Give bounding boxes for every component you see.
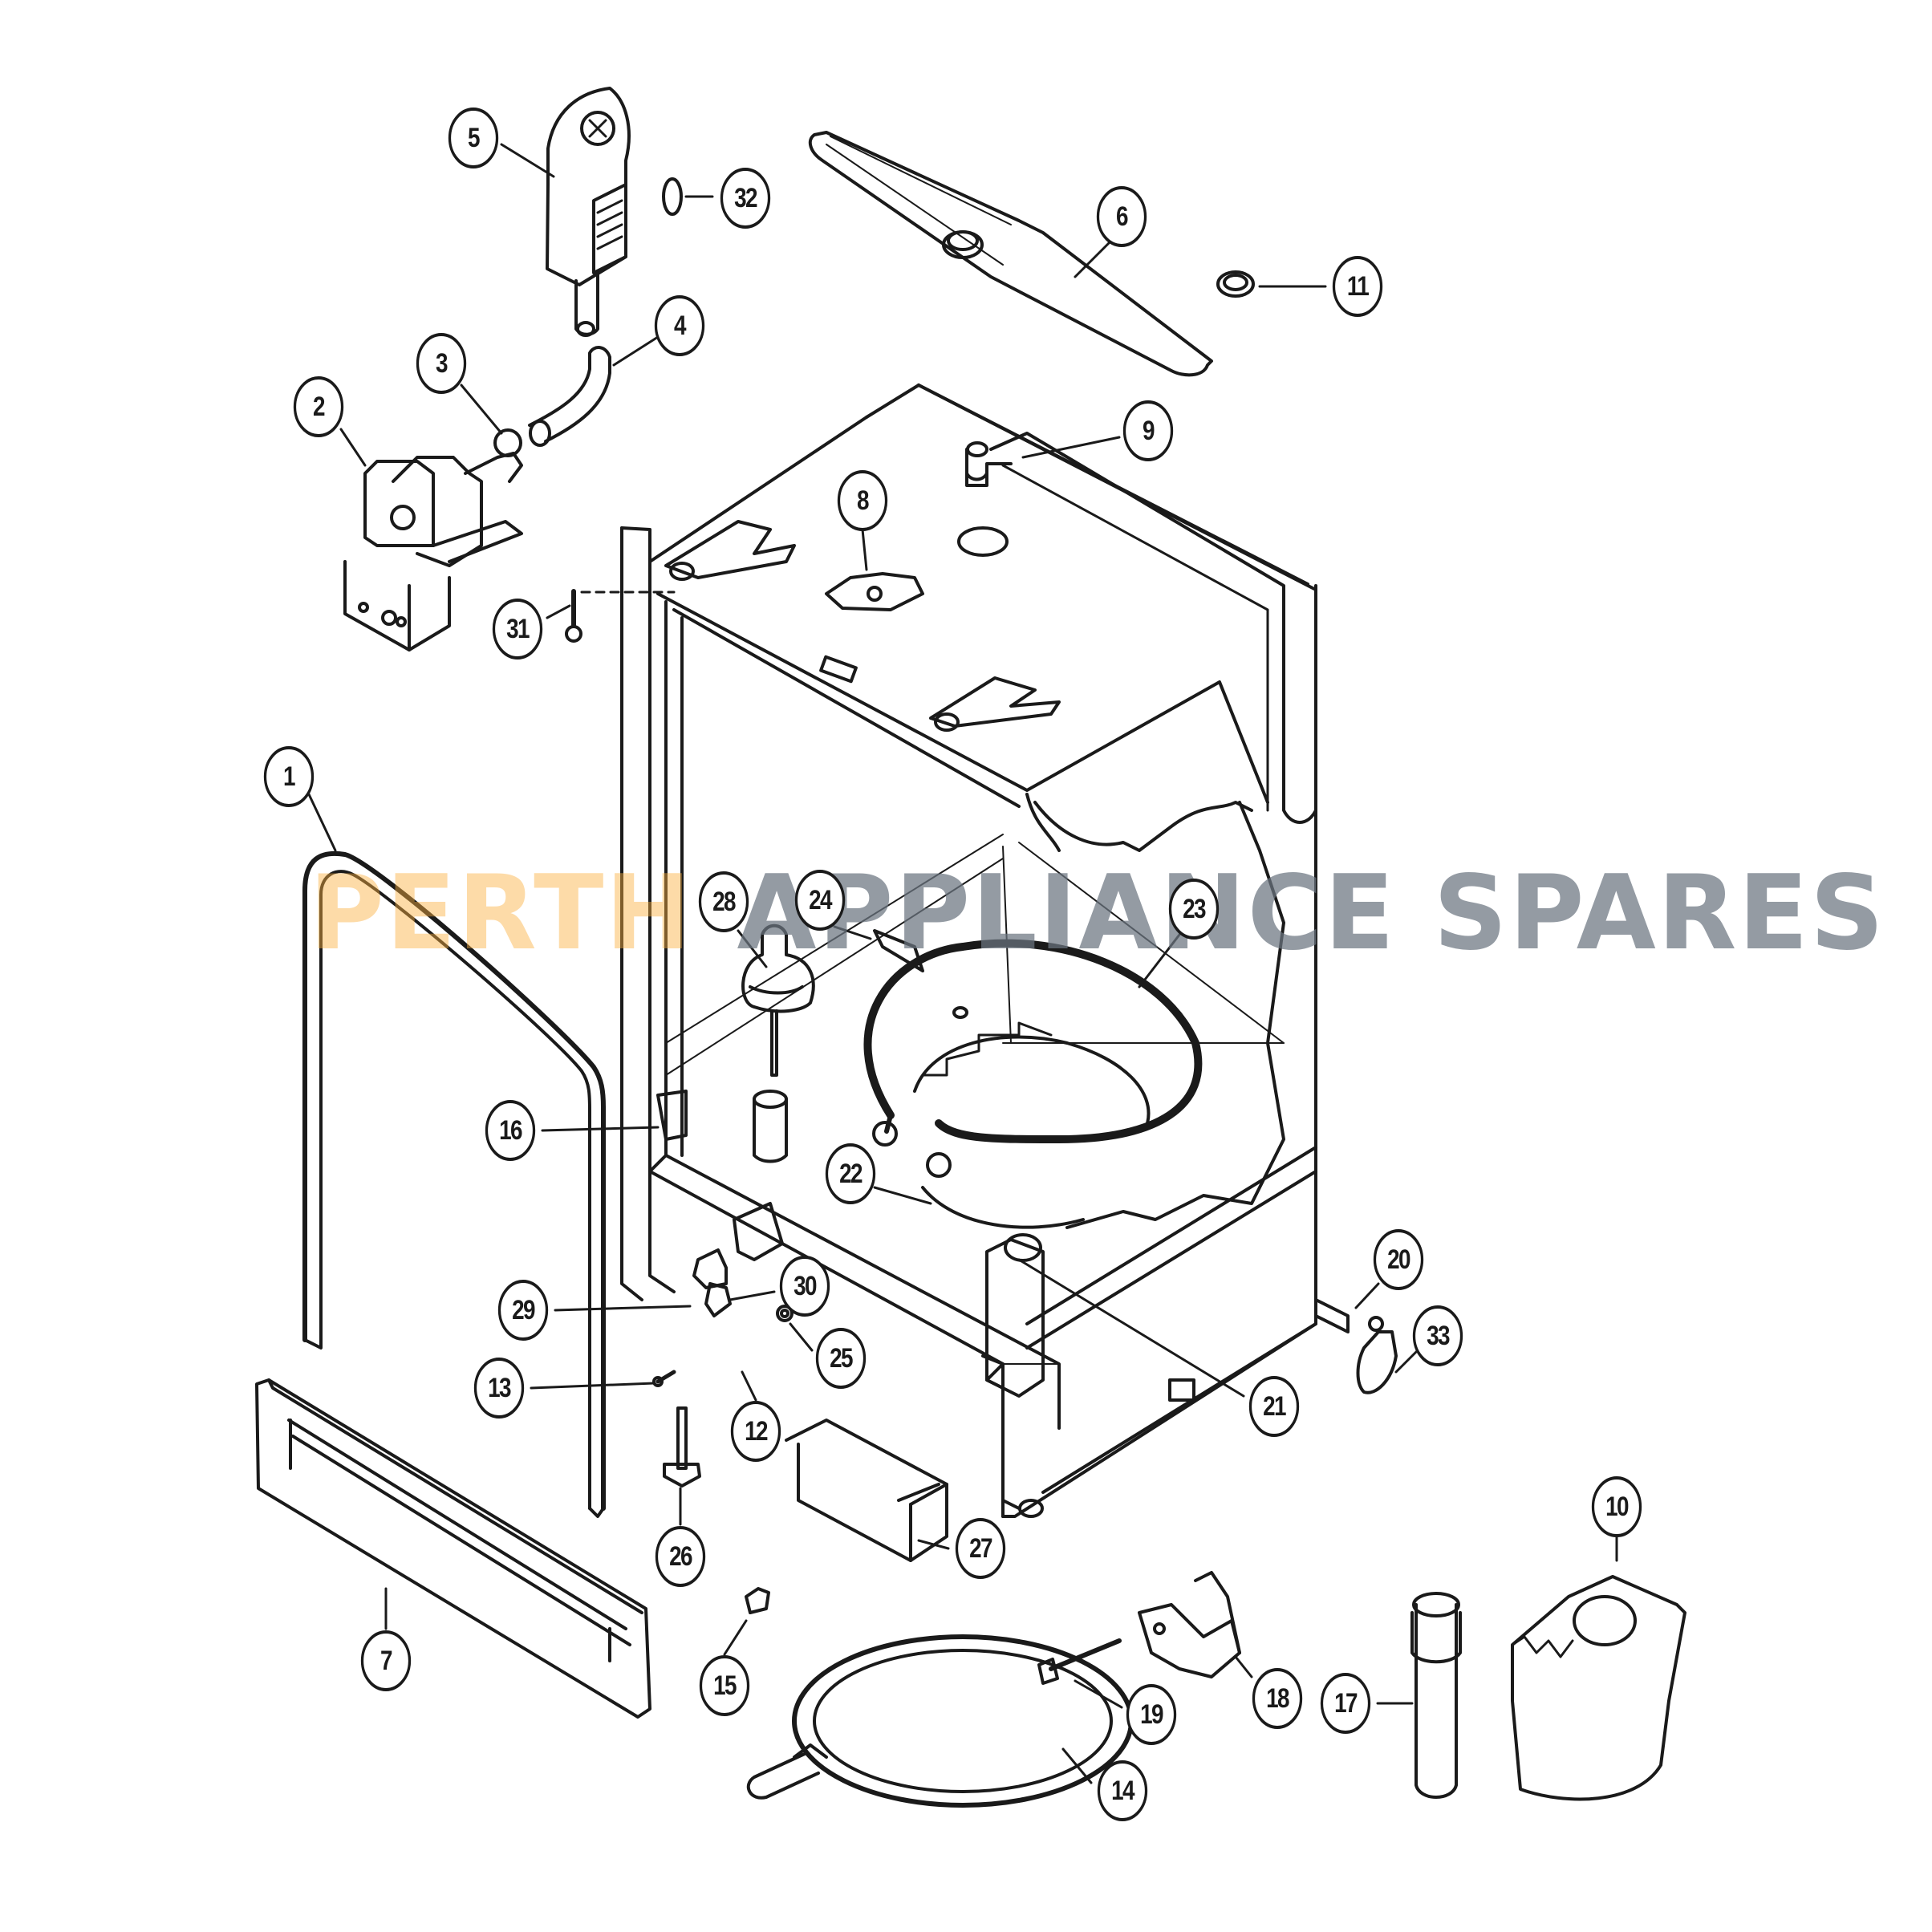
callout-21[interactable]: 21 bbox=[1248, 1376, 1300, 1437]
clip-20 bbox=[1314, 1298, 1350, 1333]
filter-tube bbox=[1410, 1592, 1462, 1799]
callout-28[interactable]: 28 bbox=[698, 871, 749, 932]
float-switch-parts bbox=[652, 1202, 794, 1387]
tub-assembly bbox=[620, 384, 1317, 1518]
callout-19[interactable]: 19 bbox=[1126, 1684, 1177, 1745]
callout-31[interactable]: 31 bbox=[492, 599, 543, 660]
leveling-leg bbox=[663, 1406, 701, 1488]
callout-12[interactable]: 12 bbox=[730, 1401, 781, 1462]
callout-24[interactable]: 24 bbox=[794, 870, 846, 931]
callout-15[interactable]: 15 bbox=[699, 1655, 750, 1716]
callout-9[interactable]: 9 bbox=[1122, 400, 1174, 461]
o-ring bbox=[662, 177, 683, 216]
callout-2[interactable]: 2 bbox=[293, 376, 344, 437]
mount-bracket-18 bbox=[1138, 1571, 1241, 1678]
callout-22[interactable]: 22 bbox=[825, 1143, 876, 1204]
callout-32[interactable]: 32 bbox=[720, 168, 771, 229]
callout-20[interactable]: 20 bbox=[1373, 1229, 1424, 1290]
callout-3[interactable]: 3 bbox=[416, 333, 467, 394]
callout-4[interactable]: 4 bbox=[654, 295, 705, 356]
callout-14[interactable]: 14 bbox=[1097, 1760, 1148, 1821]
heating-element bbox=[863, 929, 1203, 1178]
callout-11[interactable]: 11 bbox=[1332, 256, 1383, 317]
clip-bracket bbox=[825, 572, 924, 611]
pump-mount bbox=[981, 1233, 1045, 1398]
thermostat bbox=[745, 1587, 770, 1614]
callout-23[interactable]: 23 bbox=[1168, 879, 1220, 940]
callout-29[interactable]: 29 bbox=[497, 1280, 549, 1341]
sump-opening bbox=[913, 1021, 1151, 1229]
callout-13[interactable]: 13 bbox=[473, 1358, 525, 1419]
callout-25[interactable]: 25 bbox=[815, 1328, 867, 1389]
bolt-19 bbox=[1037, 1638, 1122, 1685]
door-gasket bbox=[302, 850, 606, 1518]
toe-panel bbox=[255, 1378, 651, 1719]
screw-31 bbox=[565, 589, 676, 643]
callout-7[interactable]: 7 bbox=[360, 1630, 412, 1691]
washer bbox=[1216, 270, 1255, 298]
callout-26[interactable]: 26 bbox=[655, 1526, 706, 1587]
callout-6[interactable]: 6 bbox=[1096, 186, 1147, 247]
callout-18[interactable]: 18 bbox=[1252, 1668, 1303, 1729]
pump-shroud bbox=[1511, 1575, 1686, 1801]
inlet-elbow bbox=[965, 441, 1013, 487]
callout-5[interactable]: 5 bbox=[448, 108, 499, 168]
water-valve bbox=[343, 428, 523, 651]
glide-16 bbox=[656, 1090, 688, 1141]
callout-1[interactable]: 1 bbox=[263, 746, 315, 807]
callout-10[interactable]: 10 bbox=[1591, 1476, 1642, 1537]
callout-16[interactable]: 16 bbox=[485, 1100, 536, 1161]
leader-lines bbox=[307, 143, 1618, 1784]
callout-30[interactable]: 30 bbox=[779, 1256, 830, 1317]
cover-27 bbox=[785, 1419, 948, 1562]
callout-33[interactable]: 33 bbox=[1412, 1305, 1463, 1366]
callout-8[interactable]: 8 bbox=[837, 470, 888, 531]
fill-hose bbox=[528, 346, 611, 447]
spray-arm bbox=[808, 131, 1213, 377]
inlet-vent bbox=[546, 87, 631, 337]
callout-17[interactable]: 17 bbox=[1320, 1673, 1371, 1734]
callout-27[interactable]: 27 bbox=[955, 1518, 1006, 1579]
float-assembly bbox=[741, 923, 815, 1163]
hose-clamp bbox=[1356, 1316, 1398, 1394]
